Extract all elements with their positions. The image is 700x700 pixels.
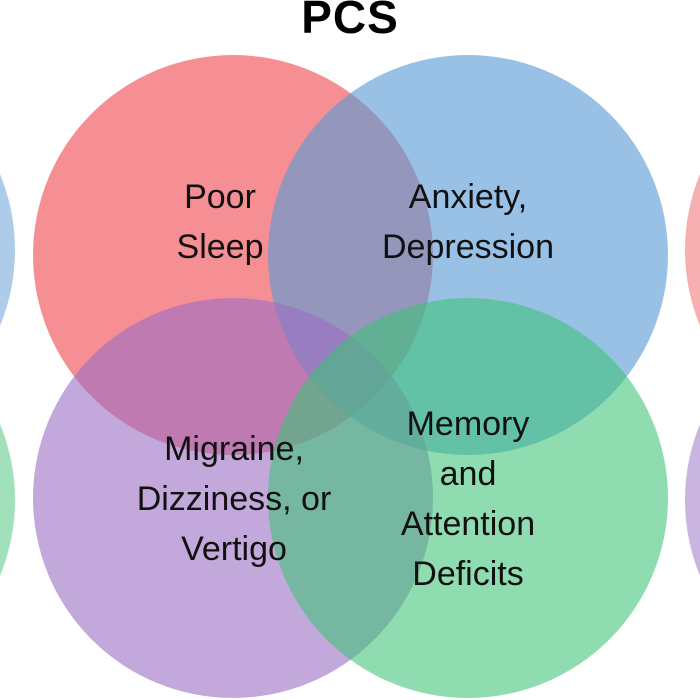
label-poor-sleep: Poor Sleep <box>130 172 310 272</box>
edge-circle-right-top <box>685 174 700 326</box>
circle-memory-attention <box>268 298 668 698</box>
label-line: Anxiety, <box>408 178 528 216</box>
label-line: Sleep <box>176 228 264 266</box>
label-line: Migraine, <box>164 430 304 468</box>
label-line: Poor <box>184 178 256 216</box>
label-line: Vertigo <box>181 530 287 568</box>
label-memory-attention: Memory and Attention Deficits <box>358 399 578 599</box>
label-line: Memory <box>406 405 530 443</box>
label-migraine-dizziness-vertigo: Migraine, Dizziness, or Vertigo <box>114 424 354 574</box>
label-line: Depression <box>382 228 554 266</box>
label-line: Attention <box>400 505 536 543</box>
label-line: and <box>439 455 497 493</box>
edge-circle-right-bottom <box>685 424 700 576</box>
label-anxiety-depression: Anxiety, Depression <box>358 172 578 272</box>
edge-circle-left-bottom <box>0 424 15 576</box>
label-line: Dizziness, or <box>136 480 332 518</box>
diagram-title: PCS <box>301 0 399 43</box>
edge-circle-left-top <box>0 174 15 326</box>
label-line: Deficits <box>412 555 524 593</box>
